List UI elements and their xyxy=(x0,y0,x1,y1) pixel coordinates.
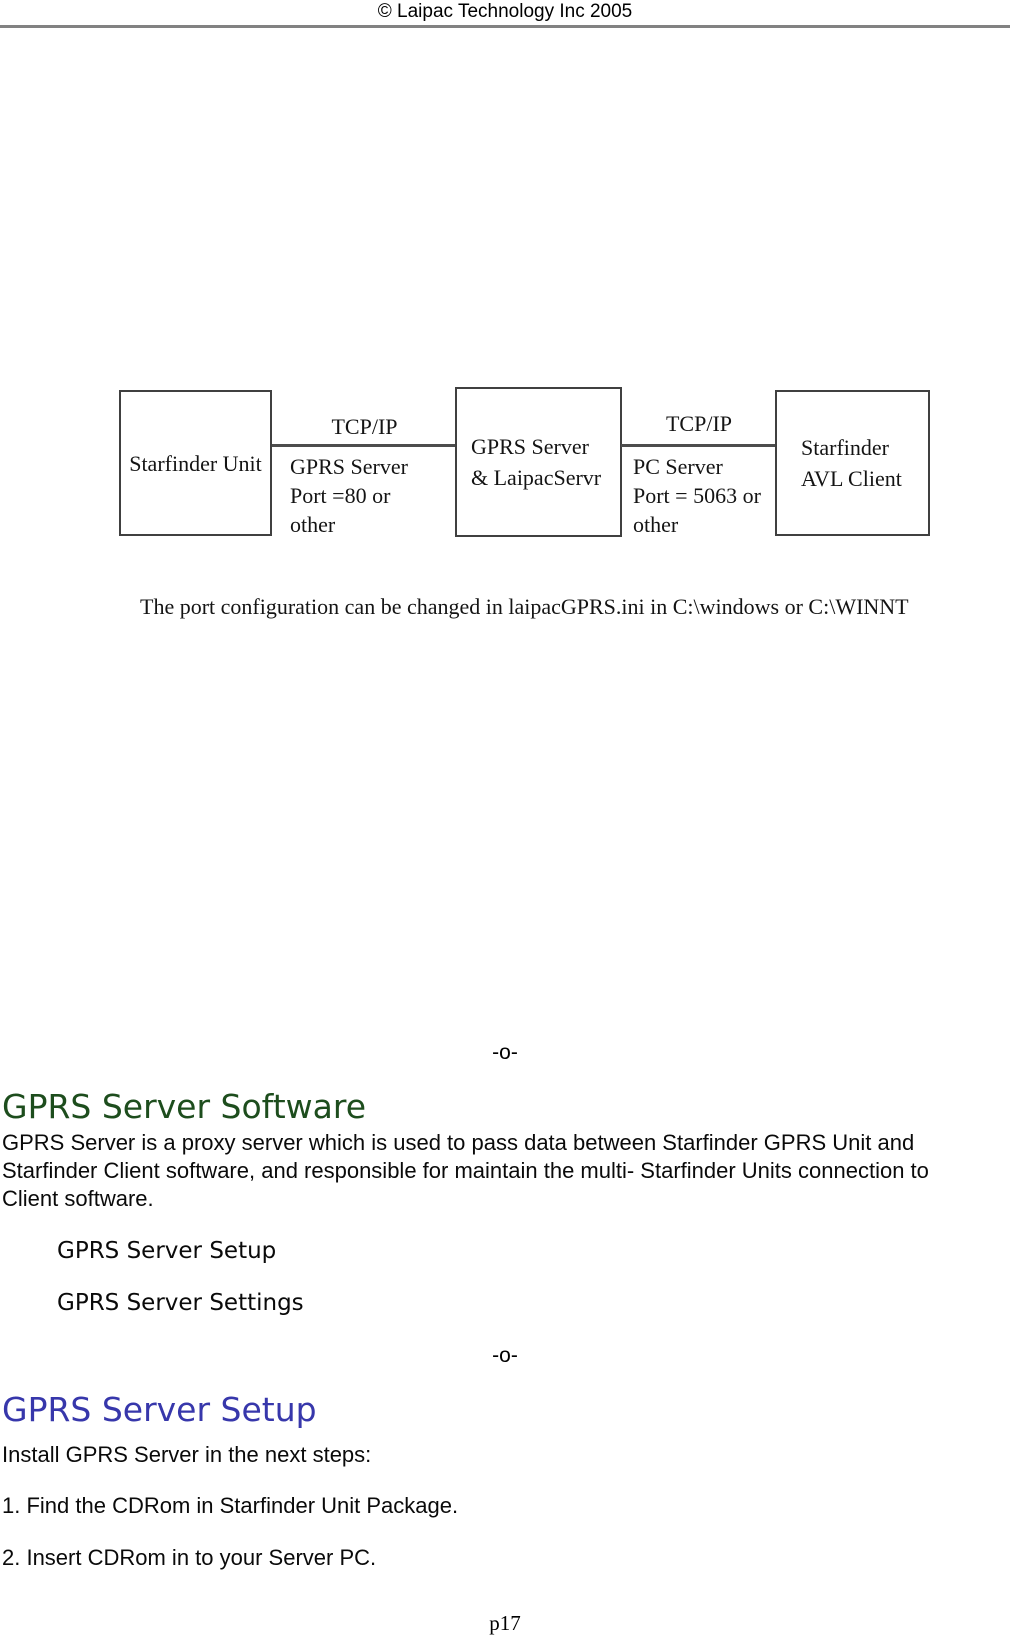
diagram-node-label: Starfinder xyxy=(801,435,889,460)
diagram-link-detail-line: PC Server xyxy=(633,454,723,479)
diagram-link-detail-line: Port = 5063 or xyxy=(633,483,761,508)
diagram-link-detail: PC Server Port = 5063 or other xyxy=(633,452,761,539)
diagram-connector-line xyxy=(272,444,457,447)
diagram-link-detail: GPRS Server Port =80 or other xyxy=(290,452,408,539)
page-number: p17 xyxy=(489,1611,521,1635)
diagram-connector-line xyxy=(621,444,777,447)
setup-intro-line: Install GPRS Server in the next steps: xyxy=(2,1442,372,1467)
section-separator: -o- xyxy=(492,1041,518,1064)
diagram-link-detail-line: other xyxy=(290,512,336,537)
diagram-link-protocol: TCP/IP xyxy=(665,411,733,436)
section-body-line: Client software. xyxy=(2,1186,154,1211)
section-body-line: Starfinder Client software, and responsi… xyxy=(2,1158,929,1183)
setup-step-2: 2. Insert CDRom in to your Server PC. xyxy=(2,1545,377,1570)
section-separator: -o- xyxy=(492,1344,518,1367)
diagram-node-gprs-server: GPRS Server & LaipacServr xyxy=(455,387,622,537)
diagram-node-starfinder-avl-client: Starfinder AVL Client xyxy=(775,390,930,536)
section-heading-gprs-server-software: GPRS Server Software xyxy=(2,1087,367,1126)
diagram-link-detail-line: Port =80 or xyxy=(290,483,391,508)
header-divider xyxy=(0,25,1010,28)
setup-step-1: 1. Find the CDRom in Starfinder Unit Pac… xyxy=(2,1493,459,1518)
diagram-node-label: & LaipacServr xyxy=(471,465,602,490)
diagram-node-starfinder-unit: Starfinder Unit xyxy=(119,390,272,536)
section-body-line: GPRS Server is a proxy server which is u… xyxy=(2,1130,915,1155)
diagram-link-detail-line: other xyxy=(633,512,679,537)
section-heading-gprs-server-setup: GPRS Server Setup xyxy=(2,1390,317,1429)
diagram-node-label: AVL Client xyxy=(801,466,902,491)
diagram-node-label: Starfinder Unit xyxy=(129,450,262,476)
toc-item-gprs-server-settings: GPRS Server Settings xyxy=(57,1290,304,1316)
diagram-link-protocol: TCP/IP xyxy=(331,414,398,439)
diagram-link-detail-line: GPRS Server xyxy=(290,454,408,479)
diagram-caption: The port configuration can be changed in… xyxy=(140,594,909,619)
diagram-node-label: GPRS Server xyxy=(471,434,589,459)
toc-item-gprs-server-setup: GPRS Server Setup xyxy=(57,1238,277,1264)
copyright-header: © Laipac Technology Inc 2005 xyxy=(377,1,633,22)
